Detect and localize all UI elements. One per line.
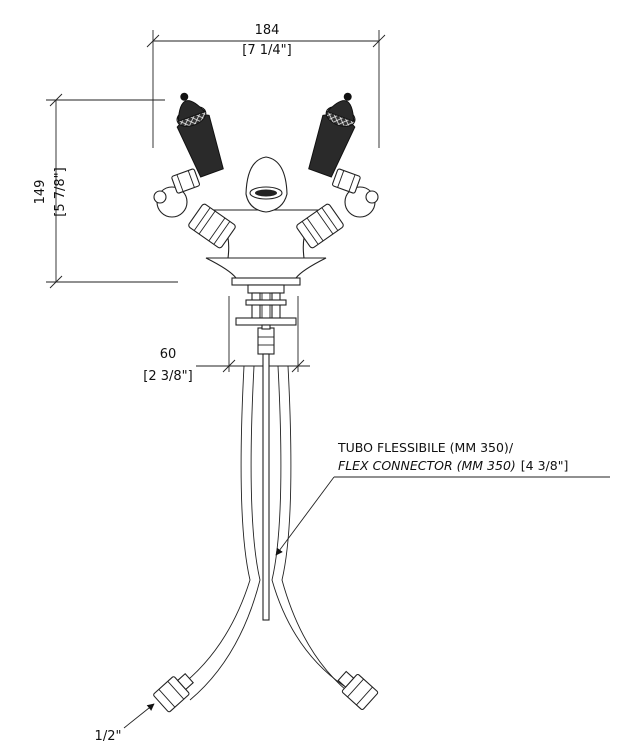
- right-flex-hose: [271, 365, 379, 711]
- thread-callout: 1/2": [95, 703, 155, 744]
- left-handle: [153, 92, 236, 249]
- thread-size-label: 1/2": [95, 729, 122, 744]
- base-mm-label: 60: [160, 347, 177, 362]
- width-dimension: 184 [7 1/4"]: [146, 23, 386, 148]
- width-inch-label: [7 1/4"]: [242, 43, 291, 58]
- height-inch-label: [5 7/8"]: [53, 167, 68, 216]
- flex-connector-callout: TUBO FLESSIBILE (MM 350)/ FLEX CONNECTOR…: [275, 440, 610, 556]
- flex-connector-label-it: TUBO FLESSIBILE (MM 350)/: [337, 440, 514, 455]
- base-inch-label: [2 3/8"]: [143, 369, 192, 384]
- height-dimension: 149 [5 7/8"]: [33, 93, 178, 289]
- centre-tube: [262, 353, 270, 621]
- base-dimension: 60 [2 3/8"]: [143, 296, 310, 384]
- flex-connector-label-en: FLEX CONNECTOR (MM 350)[4 3/8"]: [338, 458, 568, 473]
- left-flex-hose: [153, 365, 261, 713]
- width-mm-label: 184: [255, 23, 280, 38]
- mounting-hardware: [235, 284, 297, 355]
- height-mm-label: 149: [33, 180, 48, 205]
- right-handle: [296, 92, 379, 249]
